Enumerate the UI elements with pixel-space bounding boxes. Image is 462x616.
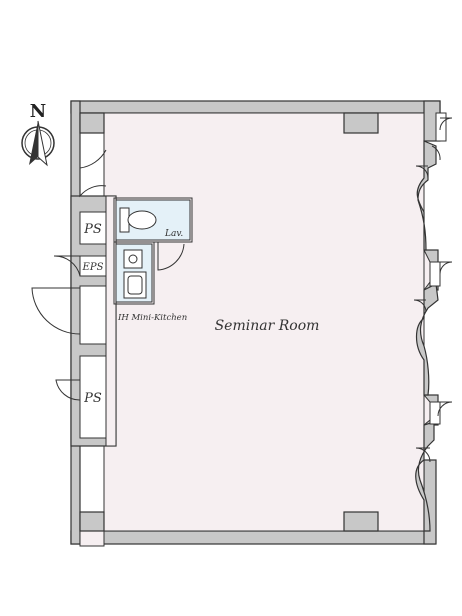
eps-label: EPS	[82, 262, 104, 273]
left-side-doors	[31, 133, 107, 401]
right-side-doors	[413, 117, 453, 463]
cooktop-icon	[123, 249, 143, 269]
storage-closet	[79, 285, 107, 345]
seminar-room-label: Seminar Room	[215, 318, 320, 334]
north-compass-icon: N	[21, 101, 55, 167]
toilet-icon	[119, 207, 157, 233]
sink-icon	[123, 271, 147, 299]
ps-lower-shaft	[79, 355, 107, 439]
kitchen-label: IH Mini-Kitchen	[117, 313, 187, 323]
compass-north-label: N	[30, 101, 46, 122]
ps-lower-label: PS	[83, 391, 102, 406]
right-bay-walls	[415, 112, 447, 532]
lavatory-label: Lav.	[164, 229, 183, 239]
ps-upper-label: PS	[83, 222, 102, 237]
wet-area	[113, 197, 193, 305]
left-service-column	[70, 195, 117, 447]
ps-upper-shaft	[79, 211, 107, 245]
